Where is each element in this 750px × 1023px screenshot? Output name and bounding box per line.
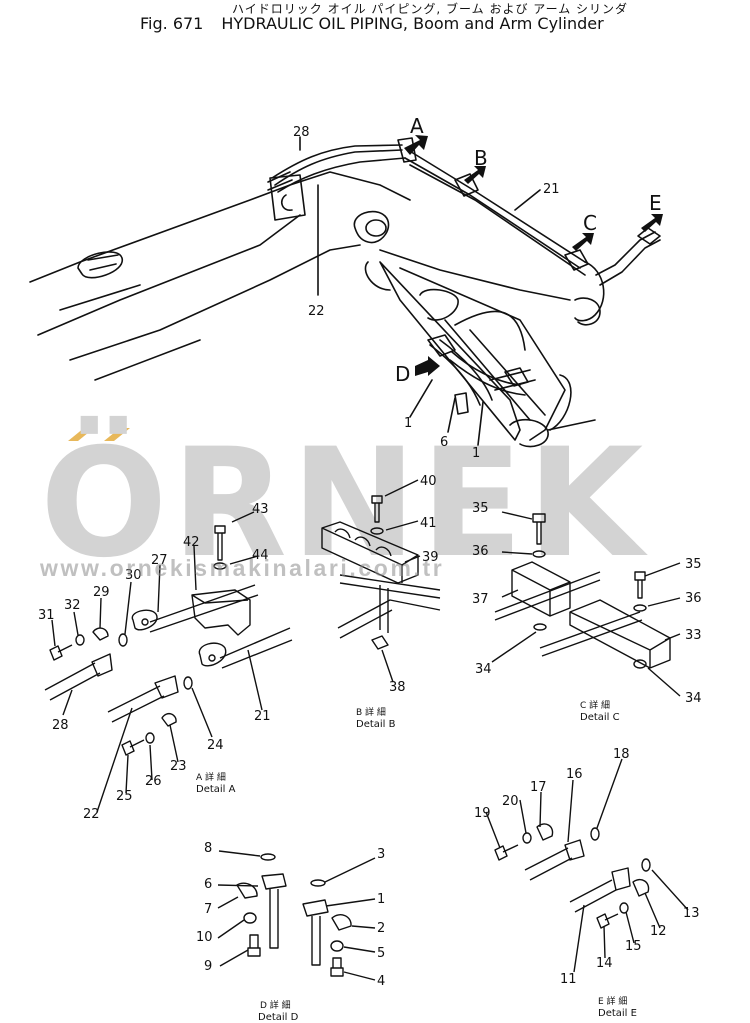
- part-label: 38: [389, 680, 406, 695]
- part-label: 42: [183, 535, 200, 550]
- part-label: 16: [566, 767, 583, 782]
- part-label: 5: [377, 946, 385, 961]
- part-label: 30: [125, 568, 142, 583]
- watermark-url: www.ornekismakinalari.com.tr: [40, 555, 445, 581]
- detail-e-caption-jp: E 詳 細: [598, 995, 627, 1007]
- part-label: 39: [422, 550, 439, 565]
- part-label: 21: [543, 182, 560, 197]
- part-label: 1: [472, 446, 480, 461]
- part-label: 1: [404, 416, 412, 431]
- detail-b-labels: 40 41 39 38: [389, 474, 439, 695]
- callout-a: A: [410, 114, 424, 138]
- part-label: 3: [377, 847, 385, 862]
- part-label: 35: [472, 501, 489, 516]
- part-label: 18: [613, 747, 630, 762]
- part-label: 24: [207, 738, 224, 753]
- part-label: 43: [252, 502, 269, 517]
- part-label: 35: [685, 557, 702, 572]
- part-label: 10: [196, 930, 213, 945]
- watermark-logo-text: ÖRNEK: [40, 415, 648, 591]
- detail-c-caption-en: Detail C: [580, 712, 620, 723]
- part-label: 19: [474, 806, 491, 821]
- detail-b-drawing: [321, 479, 441, 683]
- part-label: 2: [377, 921, 385, 936]
- part-label: 34: [685, 691, 702, 706]
- watermark-logo: ÖRNEK: [40, 415, 648, 591]
- detail-d-labels: 8 6 7 10 9 3 1 2 5 4: [196, 841, 385, 989]
- detail-b-caption-jp: B 詳 細: [356, 706, 386, 718]
- part-label: 31: [38, 608, 55, 623]
- part-label: 7: [204, 902, 212, 917]
- part-label: 28: [52, 718, 69, 733]
- detail-c-drawing: [491, 511, 681, 697]
- part-label: 22: [83, 807, 100, 822]
- callout-arrows: [404, 135, 663, 376]
- part-label: 1: [377, 892, 385, 907]
- part-label: 20: [502, 794, 519, 809]
- part-label: 13: [683, 906, 700, 921]
- part-label: 6: [440, 435, 448, 450]
- title-japanese: ハイドロリック オイル パイピング, ブーム および アーム シリンダ: [232, 2, 629, 16]
- part-label: 33: [685, 628, 702, 643]
- part-label: 15: [625, 939, 642, 954]
- part-label: 25: [116, 789, 133, 804]
- boom-assembly-drawing: [29, 136, 661, 448]
- part-label: 32: [64, 598, 81, 613]
- main-part-labels: 28 22 21 1 6 1: [293, 125, 560, 461]
- part-label: 22: [308, 304, 325, 319]
- callout-d: D: [395, 362, 410, 386]
- detail-c-caption-jp: C 詳 細: [580, 699, 610, 711]
- detail-a-caption-jp: A 詳 細: [196, 771, 226, 783]
- part-label: 11: [560, 972, 577, 987]
- detail-d-caption-en: Detail D: [258, 1012, 299, 1023]
- part-label: 40: [420, 474, 437, 489]
- callout-b: B: [474, 146, 488, 170]
- part-label: 41: [420, 516, 437, 531]
- detail-a-labels: 43 42 44 27 30 29 32 31 28 22 25 26 23 2…: [38, 502, 271, 822]
- callout-letters: A B C E D: [395, 114, 662, 386]
- part-label: 27: [151, 553, 168, 568]
- part-label: 14: [596, 956, 613, 971]
- detail-d-caption-jp: D 詳 細: [260, 999, 291, 1011]
- part-label: 26: [145, 774, 162, 789]
- figure-number: Fig. 671: [140, 14, 204, 33]
- part-label: 44: [252, 548, 269, 563]
- part-label: 6: [204, 877, 212, 892]
- detail-d-drawing: [217, 850, 376, 981]
- detail-a-drawing: [44, 511, 293, 813]
- part-label: 23: [170, 759, 187, 774]
- part-label: 29: [93, 585, 110, 600]
- part-label: 34: [475, 662, 492, 677]
- figure-title: HYDRAULIC OIL PIPING, Boom and Arm Cylin…: [221, 14, 604, 33]
- part-label: 36: [472, 544, 489, 559]
- callout-e: E: [649, 191, 662, 215]
- part-label: 36: [685, 591, 702, 606]
- part-label: 8: [204, 841, 212, 856]
- detail-e-caption-en: Detail E: [598, 1008, 637, 1019]
- callout-c: C: [583, 211, 597, 235]
- part-label: 4: [377, 974, 385, 989]
- part-label: 9: [204, 959, 212, 974]
- detail-b-caption-en: Detail B: [356, 719, 396, 730]
- part-label: 37: [472, 592, 489, 607]
- part-label: 21: [254, 709, 271, 724]
- detail-c-labels: 35 36 37 34 35 36 33 34: [472, 501, 702, 706]
- detail-a-caption-en: Detail A: [196, 784, 236, 795]
- detail-e-labels: 18 16 17 20 19 13 12 15 14 11: [474, 747, 700, 987]
- title-english: Fig. 671 HYDRAULIC OIL PIPING, Boom and A…: [140, 14, 604, 33]
- part-label: 12: [650, 924, 667, 939]
- part-label: 28: [293, 125, 310, 140]
- part-label: 17: [530, 780, 547, 795]
- detail-e-drawing: [485, 758, 689, 973]
